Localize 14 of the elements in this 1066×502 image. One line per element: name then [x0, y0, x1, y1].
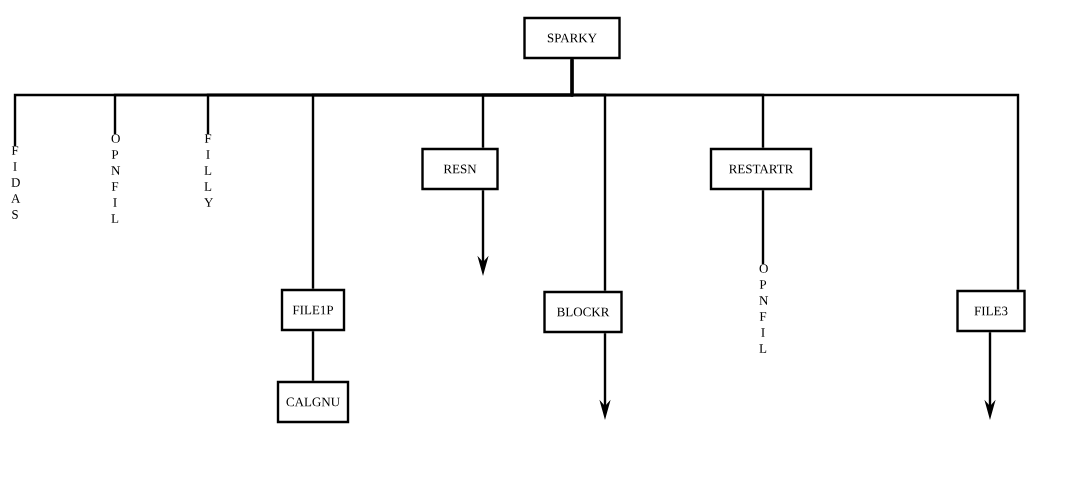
process-box: BLOCKR [543, 290, 623, 334]
connector-line [761, 190, 765, 264]
vertical-label: FIDAS [11, 146, 21, 219]
vertical-label: OPNFIL [111, 134, 121, 223]
process-box: RESN [421, 147, 499, 191]
process-box: CALGNU [276, 380, 350, 424]
process-box: FILE1P [280, 288, 346, 332]
vertical-label: FILLY [204, 134, 214, 207]
process-box: FILE3 [956, 289, 1026, 333]
vertical-label: OPNFIL [759, 264, 769, 353]
connector-line [570, 59, 1020, 290]
process-box: RESTARTR [709, 147, 813, 191]
connector-line [311, 331, 315, 381]
process-box: SPARKY [523, 16, 621, 60]
